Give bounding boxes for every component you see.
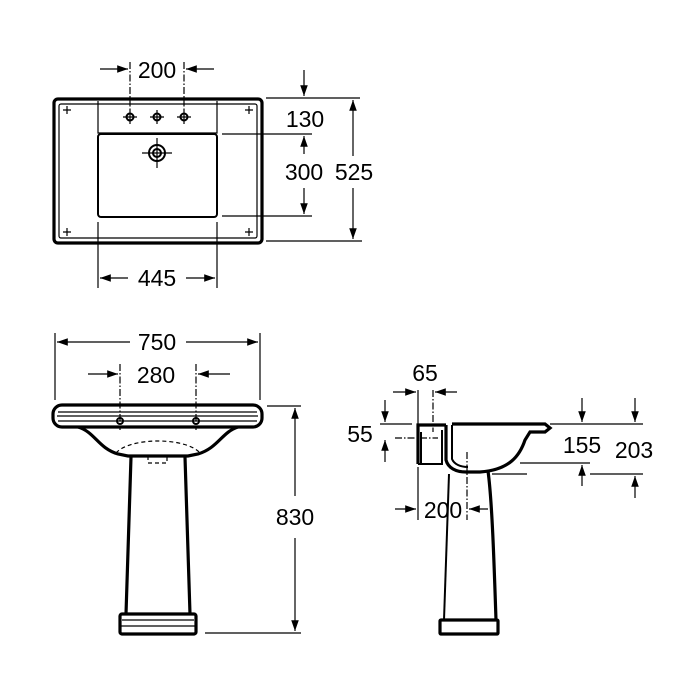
tap-hole-icon: [123, 110, 137, 124]
dim-tap-spacing: 200: [138, 57, 176, 83]
dim-bowl-width: 445: [138, 265, 176, 291]
top-view: 200 130 300 525 445: [52, 57, 373, 291]
dim-overall-width: 750: [138, 329, 176, 355]
fixing-mark-icon: [63, 106, 253, 236]
dim-wall-to-fixing: 65: [412, 360, 438, 386]
dim-fixing-spacing: 280: [137, 362, 175, 388]
dim-bowl-depth: 300: [285, 159, 323, 185]
tap-hole-icon: [150, 110, 164, 124]
dim-wall-to-waste: 200: [424, 497, 462, 523]
dim-overall-depth: 525: [335, 159, 373, 185]
pedestal-base: [118, 612, 198, 636]
dim-rim-to-pedestal: 203: [615, 437, 653, 463]
dim-bowl-top-to-outlet: 155: [563, 432, 601, 458]
tap-hole-icon: [177, 110, 191, 124]
dim-top-to-fixing: 55: [347, 421, 373, 447]
waste-outlet-icon: [142, 138, 172, 168]
side-view: 65 55 200 155 203: [347, 360, 653, 636]
bowl-outline: [97, 133, 218, 218]
basin-rim: [51, 403, 264, 429]
basin-profile: [444, 422, 553, 474]
basin-outline: [52, 97, 264, 245]
pedestal: [124, 456, 192, 615]
front-view: 750 280 830: [51, 329, 314, 636]
dim-front-to-taps: 130: [286, 106, 324, 132]
basin-body: [77, 425, 239, 458]
dim-overall-height: 830: [276, 504, 314, 530]
pedestal-side: [486, 470, 498, 621]
